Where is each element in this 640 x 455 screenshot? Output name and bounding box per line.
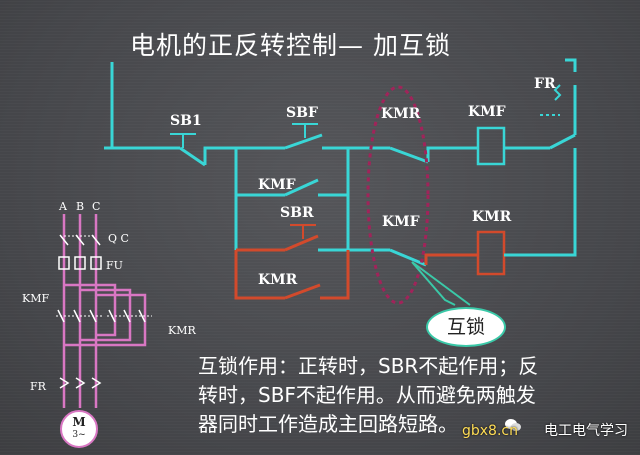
wechat-icon <box>505 419 521 431</box>
watermark: gbx8.cn 电工电气学习 <box>462 420 628 440</box>
label-sb1: SB1 <box>170 113 202 129</box>
main-circuit <box>56 214 152 408</box>
callout-pointer <box>411 261 456 306</box>
watermark-account: 电工电气学习 <box>544 423 628 439</box>
label-kmf-contact: KMF <box>382 214 420 230</box>
label-phase-b: B <box>76 200 85 213</box>
interlock-ellipse <box>366 85 430 305</box>
label-phase-a: A <box>59 200 67 213</box>
label-main-kmr: KMR <box>168 324 196 337</box>
label-fu: FU <box>106 259 123 272</box>
label-kmr-coil: KMR <box>472 209 512 225</box>
label-phase-c: C <box>92 200 101 213</box>
label-main-kmf: KMF <box>22 292 50 305</box>
motor-symbol: M 3~ <box>60 410 98 448</box>
page-title: 电机的正反转控制— 加互锁 <box>130 31 451 60</box>
label-kmf-coil: KMF <box>468 104 506 120</box>
label-sbr: SBR <box>280 205 314 221</box>
watermark-site: gbx8.cn <box>462 423 518 439</box>
note-line-1: 互锁作用：正转时，SBR不起作用；反 <box>198 354 539 378</box>
label-kmf-holding: KMF <box>258 177 296 193</box>
label-fr: FR <box>534 76 556 92</box>
reverse-rung <box>234 195 548 300</box>
motor-phase-label: 3~ <box>72 430 86 440</box>
motor-label: M <box>72 415 86 429</box>
label-main-fr: FR <box>30 380 46 393</box>
label-qc: Q C <box>108 232 129 245</box>
label-sbf: SBF <box>286 105 318 121</box>
label-kmr-contact: KMR <box>381 106 421 122</box>
interlock-callout: 互锁 <box>426 307 506 347</box>
note-line-3: 器同时工作造成主回路短路。 <box>198 412 458 436</box>
explanation-note: 互锁作用：正转时，SBR不起作用；反 转时，SBF不起作用。从而避免两触发 器同… <box>198 352 633 439</box>
label-kmr-holding: KMR <box>258 272 298 288</box>
forward-rung <box>104 58 577 257</box>
note-line-2: 转时，SBF不起作用。从而避免两触发 <box>198 383 536 407</box>
